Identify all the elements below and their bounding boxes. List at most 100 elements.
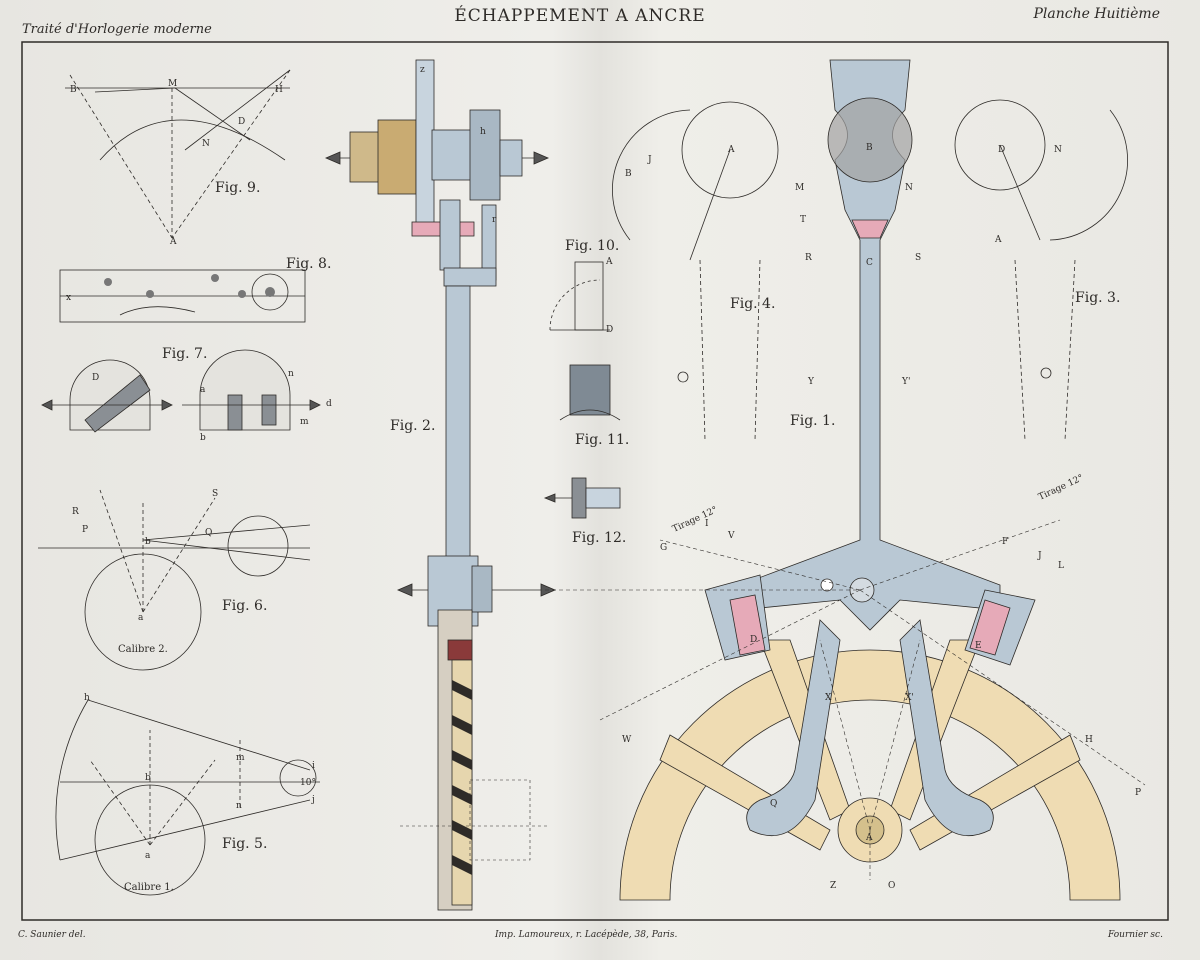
fig1-S: S [915, 253, 921, 263]
fig4-label: Fig. 4. [730, 296, 775, 312]
fig4-B: B [625, 169, 632, 179]
fig9-H: H [275, 85, 283, 95]
fig7-a: a [200, 385, 206, 395]
figure-1-lever [739, 59, 1001, 837]
figure-8 [59, 269, 306, 323]
fig1-Yp: Y' [901, 377, 910, 387]
fig12-label: Fig. 12. [572, 530, 626, 546]
fig7-D: D [92, 373, 99, 383]
fig6-label: Fig. 6. [222, 598, 267, 614]
fig1-X: X [825, 693, 832, 703]
fig6-a: a [138, 613, 144, 623]
fig2-h: h [480, 127, 486, 137]
fig1-C: C [866, 258, 873, 268]
calibre-1-label: Calibre 1. [124, 882, 174, 893]
fig10-label: Fig. 10. [565, 238, 619, 254]
fig8-label: Fig. 8. [286, 256, 331, 272]
fig3-N: N [1054, 145, 1062, 155]
fig6-R: R [72, 507, 79, 517]
fig7-m: m [300, 417, 309, 427]
draftsman-credit: C. Saunier del. [18, 930, 86, 940]
fig1-Xp: X' [905, 693, 914, 703]
fig1-L: L [1058, 561, 1064, 571]
fig6-Q: Q [205, 528, 212, 538]
book-title: Traité d'Horlogerie moderne [22, 22, 212, 37]
fig1-V: V [727, 531, 735, 541]
fig10-A: A [605, 257, 613, 267]
fig1-H: H [1085, 735, 1093, 745]
fig5-a: a [145, 851, 151, 861]
figure-8-pins [104, 274, 275, 298]
fig2-label: Fig. 2. [390, 418, 435, 434]
fig4-J: J [647, 155, 652, 165]
fig5-i: i [312, 761, 315, 771]
figure-6 [38, 489, 311, 671]
fig1-R: R [805, 253, 812, 263]
fig1-Z: Z [830, 881, 836, 891]
figure-1-pallets [704, 219, 1036, 666]
fig1-O: O [888, 881, 895, 891]
fig5-deg: 10° [300, 778, 316, 788]
figure-3 [954, 99, 1128, 441]
fig1-M: M [795, 183, 804, 193]
fig5-label: Fig. 5. [222, 836, 267, 852]
fig1-A: A [865, 833, 873, 843]
fig9-B: B [70, 85, 77, 95]
fig6-b: b [145, 537, 151, 547]
figure-2 [324, 59, 557, 911]
fig9-M: M [168, 79, 177, 89]
fig7-d: d [326, 399, 332, 409]
fig1-J: J [1037, 551, 1042, 561]
fig11-label: Fig. 11. [575, 432, 629, 448]
fig4-A: A [727, 145, 735, 155]
fig1-label: Fig. 1. [790, 413, 835, 429]
plate-border [21, 41, 1169, 921]
plate-number: Planche Huitième [1033, 6, 1160, 22]
fig1-N: N [905, 183, 913, 193]
figure-4 [612, 101, 779, 441]
fig1-G: G [660, 543, 667, 553]
fig6-S: S [212, 489, 218, 499]
fig5-n: n [236, 801, 242, 811]
figure-1-construction-lines [545, 519, 1146, 880]
fig1-E: E [975, 641, 982, 651]
calibre-2-label: Calibre 2. [118, 644, 168, 655]
fig7-b: b [200, 433, 206, 443]
figure-2-teeth [452, 680, 472, 875]
fig6-P: P [82, 525, 88, 535]
fig5-h: h [84, 693, 90, 703]
fig9-A: A [169, 237, 177, 247]
fig9-label: Fig. 9. [215, 180, 260, 196]
fig5-m: m [236, 753, 245, 763]
fig3-A: A [994, 235, 1002, 245]
fig1-P: P [1135, 788, 1141, 798]
fig1-D: D [750, 635, 757, 645]
fig5-j: j [311, 795, 315, 805]
fig9-N: N [202, 139, 210, 149]
fig7-label: Fig. 7. [162, 346, 207, 362]
printer-credit: Imp. Lamoureux, r. Lacépède, 38, Paris. [495, 930, 678, 940]
fig3-label: Fig. 3. [1075, 290, 1120, 306]
fig1-F: F [1002, 537, 1008, 547]
fig5-b: b [145, 773, 151, 783]
fig8-x: x [66, 293, 71, 303]
figure-5 [55, 699, 320, 896]
engraver-credit: Fournier sc. [1108, 930, 1163, 940]
fig1-T: T [800, 215, 806, 225]
fig1-Q: Q [770, 799, 777, 809]
tirage-right: Tirage 12° [1037, 473, 1085, 503]
fig1-B: B [866, 143, 873, 153]
fig3-D: D [998, 145, 1005, 155]
figure-11 [559, 364, 621, 421]
figure-10 [549, 261, 610, 331]
fig1-Y: Y [807, 377, 815, 387]
fig10-D: D [606, 325, 613, 335]
figure-7 [41, 349, 321, 433]
plate-title: ÉCHAPPEMENT A ANCRE [454, 6, 706, 26]
fig1-I: I [705, 519, 709, 529]
figure-2-pinion-ghost [400, 779, 550, 861]
tirage-left: Tirage 12° [671, 505, 719, 535]
fig2-r: r [492, 215, 497, 225]
fig1-W: W [622, 735, 632, 745]
